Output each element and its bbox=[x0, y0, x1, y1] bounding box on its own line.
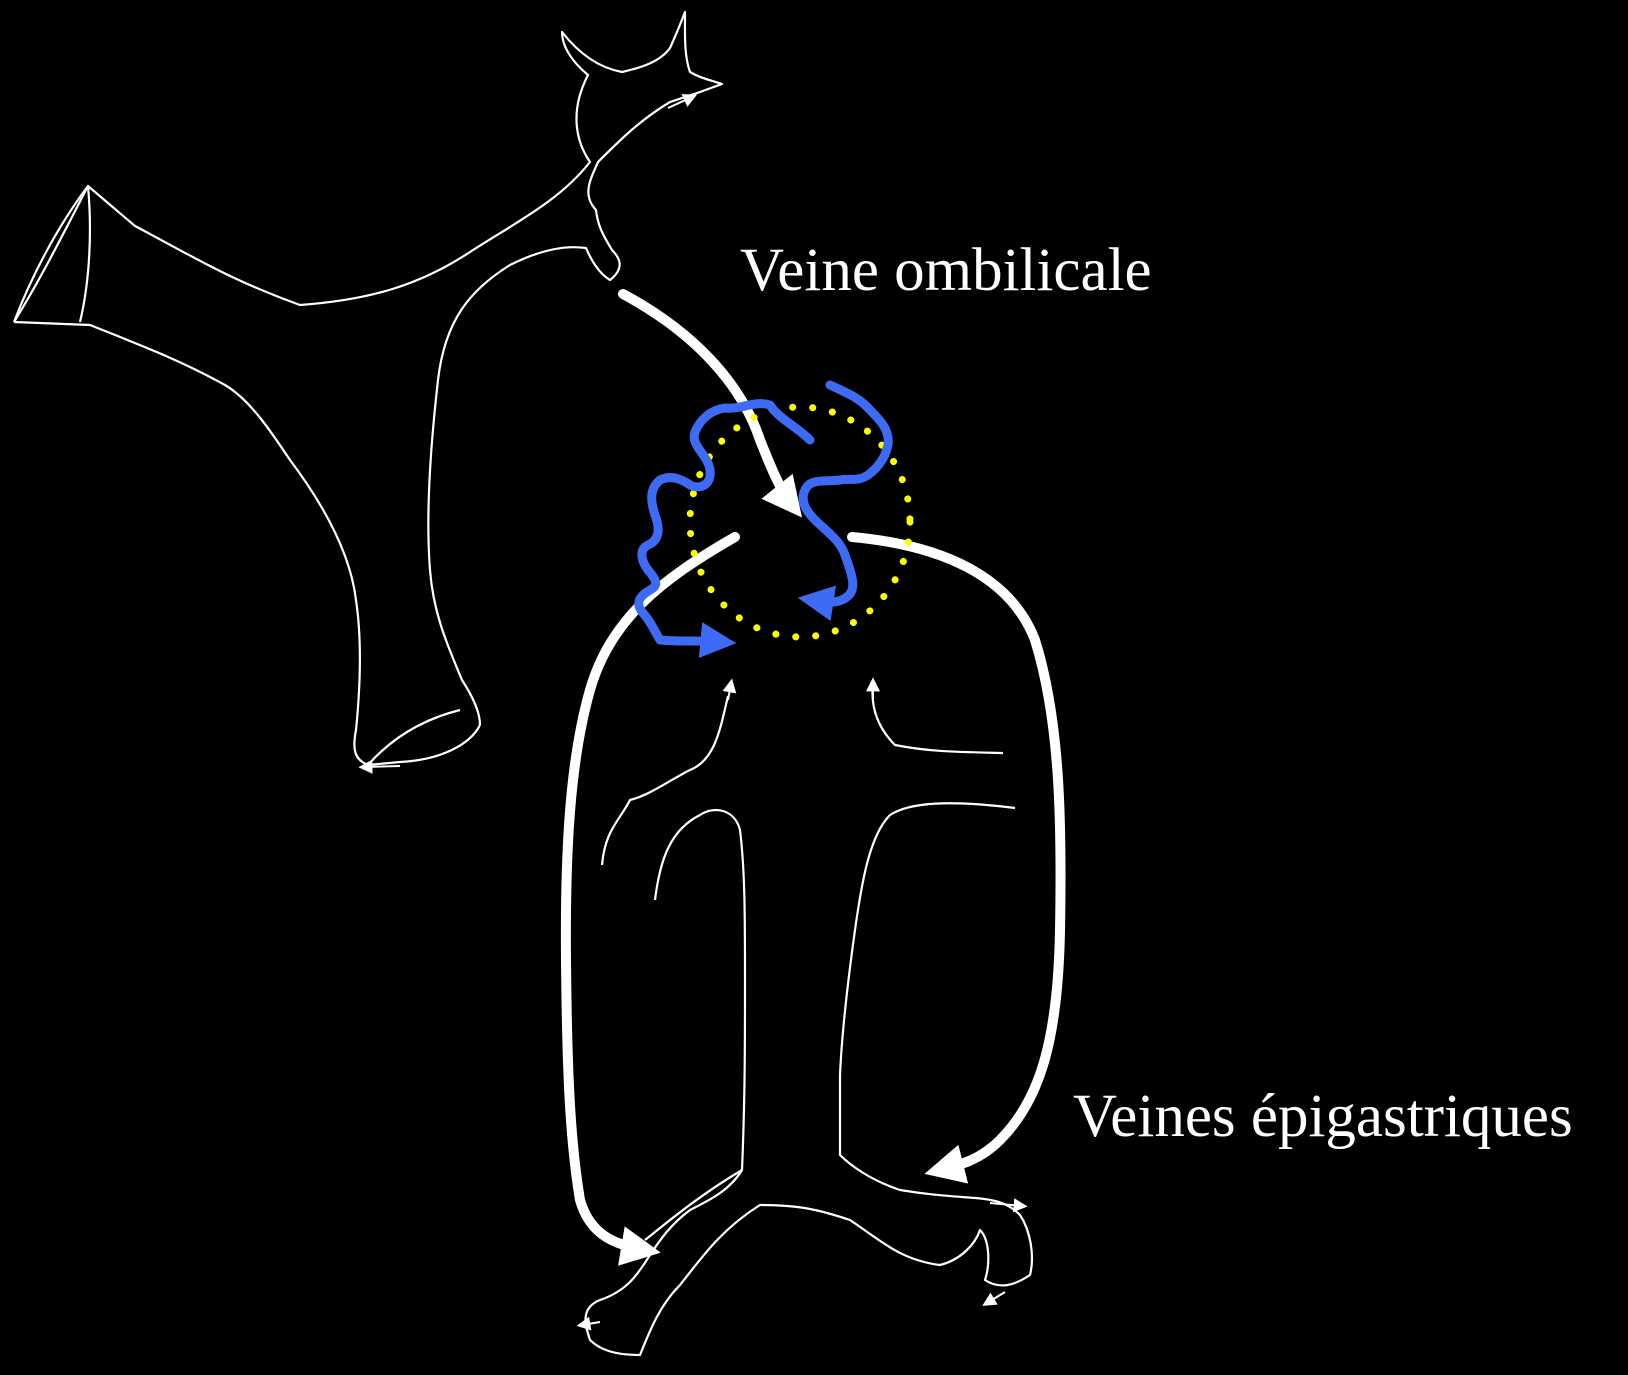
umbilicus-ring bbox=[690, 407, 910, 637]
umbilical-vein-label: Veine ombilicale bbox=[740, 240, 1152, 301]
left-iliac-inner-outline bbox=[586, 803, 1032, 1355]
portal-arrow-bottom bbox=[364, 766, 400, 767]
portal-vein-outline bbox=[14, 12, 722, 765]
epigastric-right-flow-arrow bbox=[852, 537, 1061, 1170]
epigastric-veins-label: Veines épigastriques bbox=[1073, 1086, 1573, 1147]
iliac-system-outline bbox=[586, 683, 1032, 1355]
collateral-vein-right bbox=[803, 385, 888, 602]
portal-bottom-cap-outline bbox=[368, 710, 460, 765]
left-iliac-branch-outline bbox=[602, 696, 728, 865]
hepatic-branch-inner-outline bbox=[428, 102, 670, 725]
portal-trunk-outline bbox=[14, 322, 480, 765]
iliac-arrow-left-up bbox=[728, 684, 731, 700]
right-iliac-branch-outline bbox=[872, 683, 1003, 753]
iliac-arrow-right-bottom bbox=[987, 1292, 1005, 1303]
